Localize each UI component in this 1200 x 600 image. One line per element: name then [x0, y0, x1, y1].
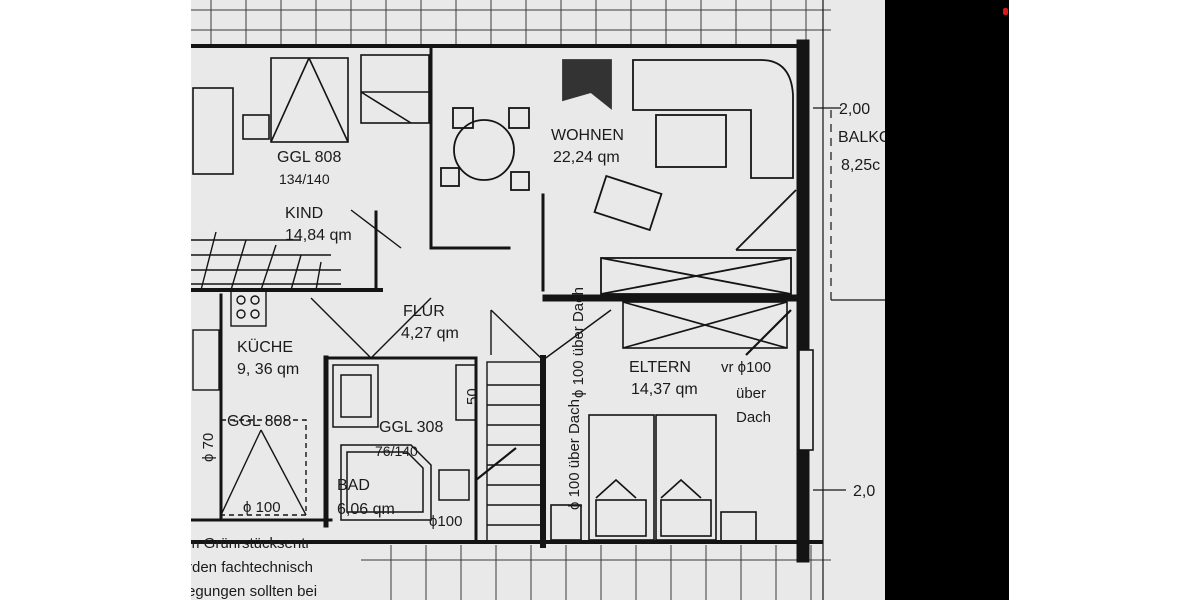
room-balkon-name: BALKO [838, 129, 885, 146]
note-vent-hall: ϕ 100 über Dach [570, 287, 587, 398]
red-mark [1003, 8, 1008, 15]
room-kind-area: 14,84 qm [285, 227, 352, 244]
room-bad-area: 6,06 qm [337, 501, 395, 518]
window-ggl808-top [192, 54, 430, 175]
note-vent-stair: ϕ 100 über Dach [566, 399, 583, 510]
dimension-lines [813, 0, 885, 600]
window-ggl808-top-type: GGL 808 [277, 149, 341, 166]
roof-hatching-bottom [361, 545, 831, 600]
note-fifty: 50 [464, 388, 481, 405]
parents-room [550, 301, 814, 543]
room-flur-area: 4,27 qm [401, 325, 459, 342]
dimension-top-right: 2,00 [839, 101, 870, 118]
note-dach: Dach [736, 409, 771, 426]
room-wohnen-name: WOHNEN [551, 127, 624, 144]
dimension-bottom-right: 2,0 [853, 483, 875, 500]
living-furniture [440, 59, 797, 295]
dark-side-panel [885, 0, 1009, 600]
floor-plan-photo: WOHNEN 22,24 qm KIND 14,84 qm FLUR 4,27 … [191, 0, 885, 600]
window-ggl308-type: GGL 308 [379, 419, 443, 436]
room-kueche-name: KÜCHE [237, 338, 293, 356]
floor-plan: WOHNEN 22,24 qm KIND 14,84 qm FLUR 4,27 … [191, 0, 885, 600]
room-kind-name: KIND [285, 205, 323, 222]
window-ggl308-size: 76/140 [375, 443, 418, 459]
room-eltern-name: ELTERN [629, 359, 691, 376]
window-ggl808-kitchen-type: GGL 808 [227, 413, 291, 430]
stairs-kind [191, 231, 341, 291]
kitchen [192, 289, 307, 516]
room-labels: WOHNEN 22,24 qm KIND 14,84 qm FLUR 4,27 … [237, 127, 885, 518]
room-balkon-area: 8,25c [841, 157, 880, 174]
window-labels: GGL 808 134/140 GGL 808 GGL 308 76/140 [227, 149, 443, 459]
footer-line-3: egungen sollten bei [191, 583, 317, 600]
room-flur-name: FLUR [403, 303, 445, 320]
room-wohnen-area: 22,24 qm [553, 149, 620, 166]
note-phi100-bath: ϕ100 [429, 513, 462, 530]
window-ggl808-top-size: 134/140 [279, 171, 330, 187]
stairs-central [475, 361, 544, 543]
note-ueber: über [736, 385, 766, 402]
note-eltern-vent: vr ϕ100 [721, 359, 771, 376]
footer-text: m Grünrstücksentr rden fachtechnisch egu… [191, 535, 317, 600]
room-kueche-area: 9, 36 qm [237, 361, 299, 378]
roof-hatching-top [191, 0, 831, 45]
note-phi100-kitchen: ϕ 100 [243, 499, 281, 516]
note-phi70: ϕ 70 [200, 433, 217, 462]
room-eltern-area: 14,37 qm [631, 381, 698, 398]
doors [191, 209, 612, 361]
room-bad-name: BAD [337, 477, 370, 494]
footer-line-2: rden fachtechnisch [191, 559, 313, 576]
bathroom [332, 364, 477, 521]
footer-line-1: m Grünrstücksentr [191, 535, 310, 552]
dimension-labels: 2,00 2,0 [839, 101, 875, 500]
annotation-notes: vr ϕ100 über Dach ϕ 100 über Dach ϕ 100 … [200, 287, 771, 530]
